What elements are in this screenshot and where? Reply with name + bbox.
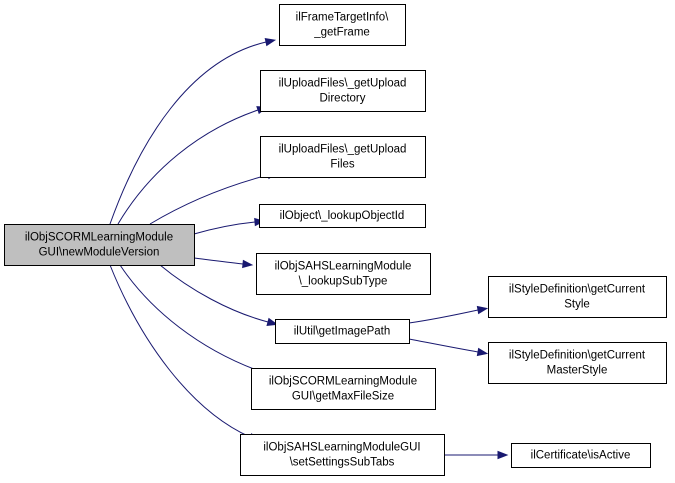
- node-label-line: ilCertificate\isActive: [531, 450, 631, 462]
- node-label-line: \setSettingsSubTabs: [290, 457, 395, 469]
- node-box: [488, 276, 667, 318]
- edge-line: [408, 338, 479, 353]
- node-box: [488, 342, 667, 384]
- edge-line: [119, 264, 263, 373]
- node-label-line: _getFrame: [313, 27, 370, 39]
- edge-newmoduleversion-to-lookupsubtype: [193, 257, 254, 269]
- node-label-line: ilObjSCORMLearningModule: [25, 232, 173, 244]
- edge-line: [117, 109, 259, 225]
- arrowhead-icon: [242, 259, 254, 269]
- arrowhead-icon: [264, 37, 277, 47]
- node-label-line: Directory: [319, 93, 365, 105]
- node-label-line: ilUploadFiles\_getUpload: [279, 78, 407, 90]
- edge-line: [149, 174, 269, 225]
- arrowhead-icon: [497, 450, 509, 460]
- edge-newmoduleversion-to-setsettingssubtabs: [109, 264, 260, 442]
- node-isactive[interactable]: ilCertificate\isActive: [511, 443, 651, 468]
- node-lookupobjectid[interactable]: ilObject\_lookupObjectId: [259, 204, 426, 228]
- node-label-line: MasterStyle: [547, 365, 608, 377]
- arrowhead-icon: [266, 317, 279, 326]
- edge-line: [193, 257, 244, 265]
- node-label-line: Files: [330, 159, 355, 171]
- node-box: [240, 434, 445, 476]
- edge-newmoduleversion-to-lookupobjectid: [193, 217, 266, 235]
- arrowhead-icon: [476, 305, 489, 315]
- node-getimagepath[interactable]: ilUtil\getImagePath: [275, 319, 410, 344]
- node-box: [511, 443, 651, 468]
- node-label-line: ilStyleDefinition\getCurrent: [509, 350, 646, 362]
- node-label-line: ilObjSAHSLearningModule: [275, 261, 412, 273]
- node-lookupsubtype[interactable]: ilObjSAHSLearningModule \_lookupSubType: [256, 253, 431, 295]
- node-label-line: ilFrameTargetInfo\: [296, 12, 389, 24]
- edge-line: [408, 309, 479, 324]
- node-box: [4, 224, 195, 266]
- node-label-line: ilObjSCORMLearningModule: [269, 376, 417, 388]
- node-label-line: ilUtil\getImagePath: [294, 326, 391, 338]
- edge-newmoduleversion-to-getuploaddirectory: [117, 106, 268, 225]
- edge-getimagepath-to-getcurrentmasterstyle: [408, 338, 489, 357]
- node-label-line: ilUploadFiles\_getUpload: [279, 144, 407, 156]
- node-box: [260, 70, 426, 112]
- edge-getimagepath-to-getcurrentstyle: [408, 305, 489, 324]
- edge-newmoduleversion-to-getuploadfiles: [149, 171, 279, 225]
- edge-setsettingssubtabs-to-isactive: [444, 450, 509, 460]
- node-label-line: ilObjSAHSLearningModuleGUI: [263, 442, 420, 454]
- node-label-line: ilStyleDefinition\getCurrent: [509, 284, 646, 296]
- node-getmaxfilesize[interactable]: ilObjSCORMLearningModuleGUI\getMaxFileSi…: [251, 368, 436, 410]
- node-setsettingssubtabs[interactable]: ilObjSAHSLearningModuleGUI \setSettingsSu…: [240, 434, 445, 476]
- node-getframe[interactable]: ilFrameTargetInfo\ _getFrame: [279, 4, 406, 46]
- node-box: [279, 4, 406, 46]
- arrowhead-icon: [476, 347, 489, 357]
- edge-line: [159, 264, 269, 323]
- edge-newmoduleversion-to-getframe: [109, 37, 277, 225]
- edge-line: [109, 41, 267, 225]
- edge-newmoduleversion-to-getimagepath: [159, 264, 279, 326]
- node-label-line: GUI\newModuleVersion: [39, 247, 160, 259]
- edge-newmoduleversion-to-getmaxfilesize: [119, 264, 272, 376]
- edge-line: [109, 264, 251, 438]
- node-newmoduleversion[interactable]: ilObjSCORMLearningModuleGUI\newModuleVer…: [4, 224, 195, 266]
- nodes-layer: ilObjSCORMLearningModuleGUI\newModuleVer…: [4, 4, 667, 476]
- node-label-line: Style: [564, 299, 590, 311]
- node-box: [256, 253, 431, 295]
- node-box: [275, 319, 410, 344]
- edge-line: [193, 221, 256, 235]
- node-box: [251, 368, 436, 410]
- node-box: [260, 136, 426, 178]
- node-box: [259, 204, 426, 228]
- node-label-line: GUI\getMaxFileSize: [292, 391, 394, 403]
- node-label-line: \_lookupSubType: [299, 276, 388, 288]
- node-label-line: ilObject\_lookupObjectId: [280, 210, 405, 222]
